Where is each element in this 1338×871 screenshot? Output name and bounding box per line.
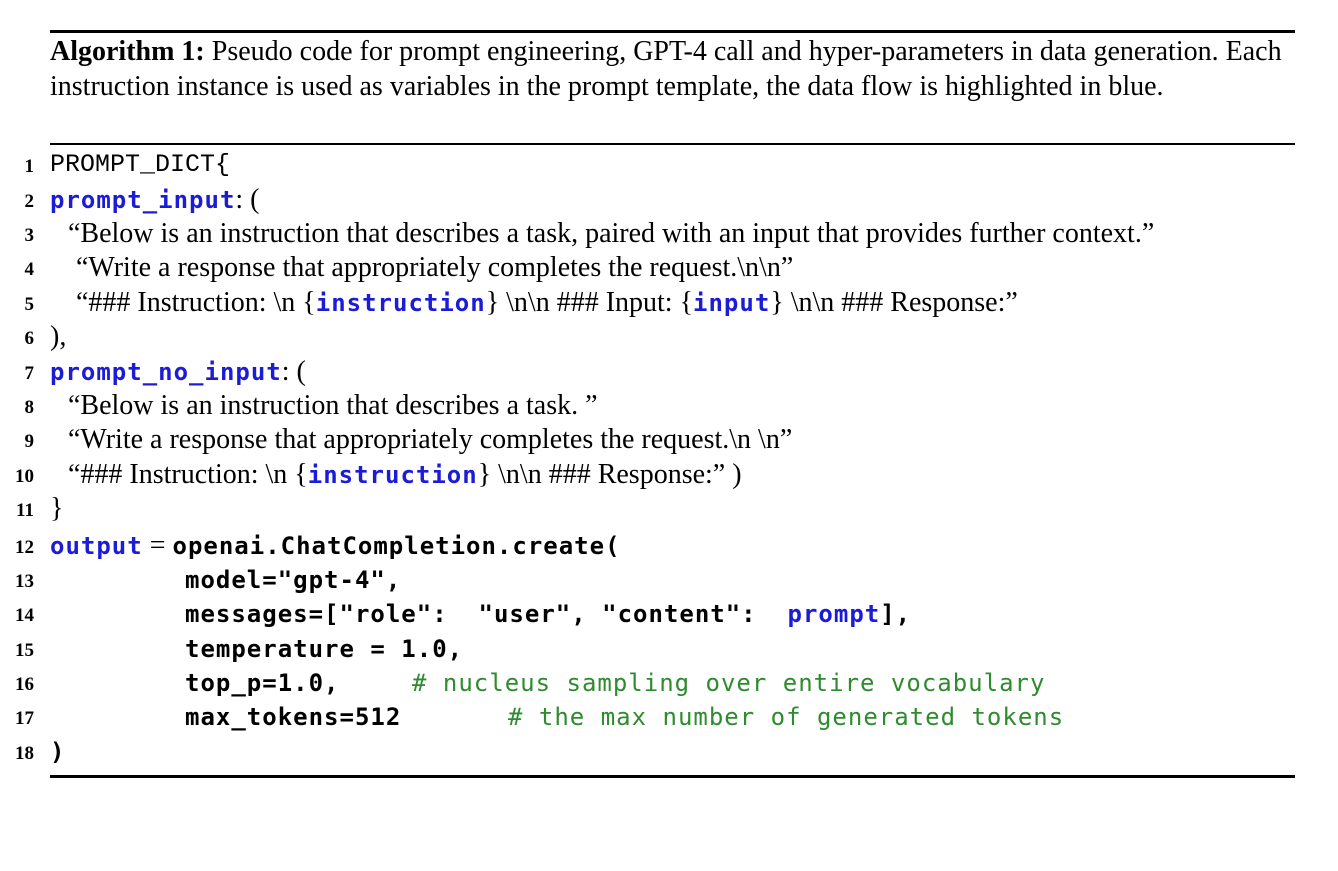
line-text: ), [50,321,67,352]
code-line-10: 10 “### Instruction: \n {instruction} \n… [0,458,742,492]
messages-end: ], [880,600,912,628]
code-line-13: 13 model="gpt-4", [0,563,400,597]
code-line-18: 18 ) [0,735,64,769]
line-number: 7 [24,363,35,384]
line-number: 9 [24,431,35,452]
instruction-variable: instruction [307,461,478,489]
messages-argument: messages=["role": "user", "content": [185,600,788,628]
code-line-15: 15 temperature = 1.0, [0,632,462,666]
line-number: 2 [24,191,35,212]
bottom-rule [50,775,1295,778]
code-line-16: 16 top_p=1.0, # nucleus sampling over en… [0,666,1044,700]
line-number: 11 [16,500,34,521]
line-number: 18 [15,743,34,764]
line-number: 5 [24,294,35,315]
caption-text: Pseudo code for prompt engineering, GPT-… [50,36,1282,102]
line-text: “Below is an instruction that describes … [68,390,598,421]
prompt-no-input-key: prompt_no_input [50,358,282,386]
assign-operator: = [142,530,173,561]
line-text: “### Instruction: \n { [76,287,316,318]
code-line-4: 4 “Write a response that appropriately c… [0,251,794,285]
code-comment: # nucleus sampling over entire vocabular… [412,669,1046,697]
line-text: } \n\n ### Response:” [770,287,1018,318]
code-line-14: 14 messages=["role": "user", "content": … [0,597,910,631]
line-text: PROMPT_DICT{ [50,150,231,179]
closing-paren: ) [50,738,66,766]
line-number: 4 [24,259,35,280]
line-number: 13 [15,571,34,592]
prompt-input-key: prompt_input [50,186,236,214]
input-variable: input [693,289,771,317]
output-variable: output [50,532,143,560]
code-line-6: 6 ), [0,320,67,354]
line-text: “Write a response that appropriately com… [68,424,793,455]
line-text: } \n\n ### Input: { [485,287,694,318]
code-line-11: 11 } [0,492,63,526]
code-comment: # the max number of generated tokens [508,703,1065,731]
line-text: } [50,493,64,524]
line-number: 8 [24,397,35,418]
instruction-variable: instruction [315,289,486,317]
top-p-argument: top_p=1.0, [185,669,340,697]
model-argument: model="gpt-4", [185,566,402,594]
top-rule [50,30,1295,33]
line-number: 14 [15,605,34,626]
line-text: “Below is an instruction that describes … [68,218,1155,249]
line-text: “### Instruction: \n { [68,459,308,490]
code-line-9: 9 “Write a response that appropriately c… [0,423,793,457]
line-text: : ( [281,356,306,387]
prompt-variable: prompt [787,600,881,628]
caption-rule [50,143,1295,145]
line-number: 6 [24,328,35,349]
caption-label: Algorithm 1: [50,36,205,67]
line-text: : ( [235,184,260,215]
line-number: 1 [24,156,35,177]
code-line-17: 17 max_tokens=512 # the max number of ge… [0,700,1063,734]
line-number: 10 [15,466,34,487]
line-text: } \n\n ### Response:” ) [477,459,742,490]
line-text: “Write a response that appropriately com… [76,252,794,283]
code-line-12: 12 output = openai.ChatCompletion.create… [0,529,620,563]
code-line-1: 1 PROMPT_DICT{ [0,148,231,182]
line-number: 12 [15,537,34,558]
algorithm-caption: Algorithm 1: Pseudo code for prompt engi… [50,34,1290,104]
code-line-5: 5 “### Instruction: \n {instruction} \n\… [0,286,1018,320]
line-number: 3 [24,225,35,246]
line-number: 16 [15,674,34,695]
max-tokens-argument: max_tokens=512 [185,703,402,731]
code-line-8: 8 “Below is an instruction that describe… [0,389,598,423]
line-number: 17 [15,708,34,729]
temperature-argument: temperature = 1.0, [185,635,464,663]
code-line-3: 3 “Below is an instruction that describe… [0,217,1155,251]
code-line-2: 2 prompt_input: ( [0,183,260,217]
code-line-7: 7 prompt_no_input: ( [0,355,306,389]
line-number: 15 [15,640,34,661]
api-call: openai.ChatCompletion.create( [172,532,621,560]
